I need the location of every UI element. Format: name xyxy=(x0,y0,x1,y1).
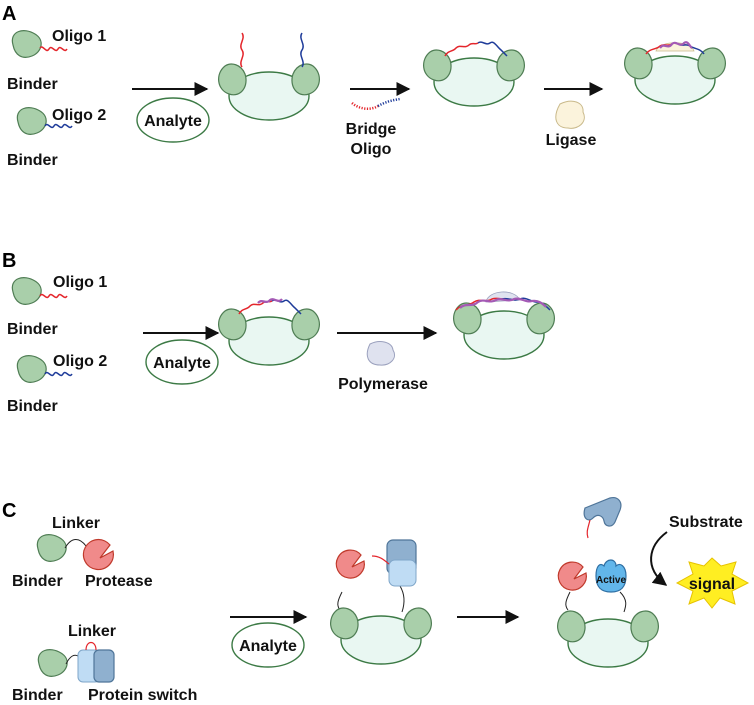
analyte-oval xyxy=(136,97,210,143)
linker-strand xyxy=(65,654,79,665)
analyte-complex xyxy=(329,607,433,665)
binder-label: Binder xyxy=(7,76,58,93)
binder-oligo2-a xyxy=(16,107,73,135)
oligo2-strand xyxy=(300,32,304,68)
panel-letter-a: A xyxy=(2,3,16,25)
oligo2-strand xyxy=(271,299,302,315)
binder-oligo1-b xyxy=(11,277,68,305)
analyte-complex xyxy=(217,308,321,366)
analyte-label: Analyte xyxy=(239,638,297,655)
complex-bridged xyxy=(422,41,526,107)
oligo1-strand xyxy=(39,46,68,52)
active-switch xyxy=(595,559,627,593)
panel-letter-b: B xyxy=(2,250,16,272)
released-cap xyxy=(583,497,622,539)
switch-peptide xyxy=(371,555,390,565)
analyte-complex xyxy=(556,610,660,668)
binder-shape xyxy=(16,355,47,383)
panel-b: B Oligo 1 Binder Oligo 2 Binder Analyte … xyxy=(2,250,556,415)
linker-strand xyxy=(64,539,87,549)
oligo1-strand xyxy=(240,32,244,68)
complex-bridged xyxy=(217,298,321,366)
analyte-oval xyxy=(145,339,219,385)
panel-a: A Oligo 1 Binder Oligo 2 Binder Analyte xyxy=(2,3,727,169)
oligo2-strand xyxy=(44,371,73,377)
switch-cap xyxy=(583,497,622,527)
complex-binding xyxy=(217,32,321,121)
binder-shape xyxy=(16,107,47,135)
analyte-complex xyxy=(422,49,526,107)
protease-label: Protease xyxy=(85,573,153,590)
protein-switch-light xyxy=(388,559,417,587)
ligase-shape xyxy=(555,100,585,129)
binder-label: Binder xyxy=(12,687,63,704)
cleaved-peptide xyxy=(586,519,591,539)
signal-burst xyxy=(675,557,750,609)
oligo2-strand xyxy=(477,41,508,57)
extended-duplex xyxy=(459,297,547,309)
ligated-duplex xyxy=(659,41,693,49)
protease-shape xyxy=(82,538,115,571)
binder-label: Binder xyxy=(12,573,63,590)
binder-oligo1-a xyxy=(11,30,68,58)
panel-c: C Linker Binder Protease Linker Binder P… xyxy=(2,497,750,704)
active-label: Active xyxy=(596,575,626,586)
bridge-oligo xyxy=(351,97,401,110)
oligo2-strand xyxy=(44,123,73,129)
binder-label: Binder xyxy=(7,152,58,169)
analyte-complex xyxy=(623,47,727,105)
analyte-label: Analyte xyxy=(153,355,211,372)
panel-letter-c: C xyxy=(2,500,16,522)
binder-oligo2-b xyxy=(16,355,73,383)
complex-closed xyxy=(329,539,433,665)
oligo2-label: Oligo 2 xyxy=(53,353,107,370)
binder-label: Binder xyxy=(7,398,58,415)
signal-label: signal xyxy=(689,576,735,593)
binder-shape xyxy=(11,277,42,305)
oligo2-label: Oligo 2 xyxy=(52,107,106,124)
oligo1-label: Oligo 1 xyxy=(52,28,106,45)
ligase-label: Ligase xyxy=(546,132,597,149)
oligo1-strand xyxy=(444,42,479,57)
protease-shape xyxy=(335,549,365,579)
bridge-duplex xyxy=(257,298,283,304)
oligo1-strand xyxy=(238,300,273,315)
binder-shape xyxy=(36,534,67,562)
substrate-label: Substrate xyxy=(669,514,743,531)
analyte-oval xyxy=(231,622,305,668)
linker-label: Linker xyxy=(68,623,116,640)
binder-shape xyxy=(11,30,42,58)
bridge-label-line1: Bridge xyxy=(346,121,397,138)
analyte-complex xyxy=(452,302,556,360)
polymerase-label: Polymerase xyxy=(338,376,428,393)
bridge-label-line2: Oligo xyxy=(351,141,392,158)
binder-label: Binder xyxy=(7,321,58,338)
oligo1-label: Oligo 1 xyxy=(53,274,107,291)
protein-switch-label: Protein switch xyxy=(88,687,197,704)
binder-shape xyxy=(37,649,68,677)
protein-switch-dark xyxy=(93,649,115,683)
switch-peptide xyxy=(85,641,97,651)
complex-ligated xyxy=(623,41,727,105)
protease-shape xyxy=(557,561,587,591)
analyte-label: Analyte xyxy=(144,113,202,130)
complex-active: Active xyxy=(556,559,660,668)
complex-extended xyxy=(452,291,556,360)
oligo1-strand xyxy=(39,293,68,299)
polymerase-shape xyxy=(366,341,395,366)
substrate-arrow xyxy=(650,531,668,586)
analyte-complex xyxy=(217,63,321,121)
linker-label: Linker xyxy=(52,515,100,532)
